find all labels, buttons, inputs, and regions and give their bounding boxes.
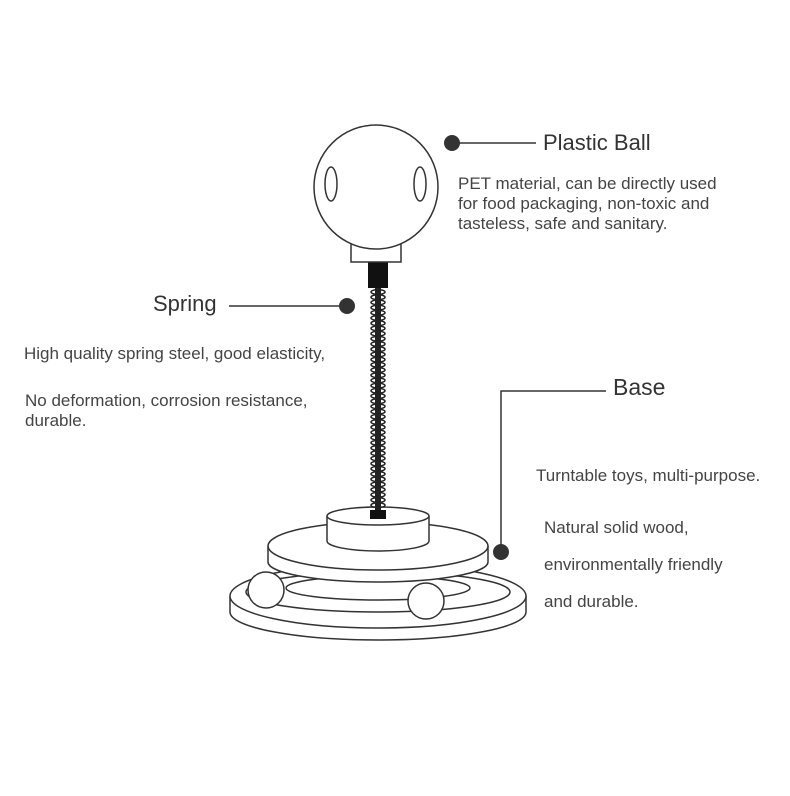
ball-desc-line-1: PET material, can be directly used	[458, 174, 717, 193]
base-desc-line-2: environmentally friendly	[544, 555, 723, 574]
ball-title: Plastic Ball	[543, 130, 651, 155]
spring-description-1: High quality spring steel, good elastici…	[24, 344, 326, 363]
ball-desc-line-3: tasteless, safe and sanitary.	[458, 214, 668, 233]
base-description: Natural solid wood, environmentally frie…	[544, 509, 723, 620]
spring-desc-line-2: durable.	[25, 411, 87, 430]
spring-leader	[229, 298, 355, 314]
ball-description: PET material, can be directly used for f…	[458, 174, 717, 234]
ball-desc-line-2: for food packaging, non-toxic and	[458, 194, 710, 213]
base-desc-line-3: and durable.	[544, 592, 639, 611]
track-ball	[247, 571, 445, 620]
spring-coil	[370, 502, 386, 509]
spring-desc-line-1: No deformation, corrosion resistance,	[25, 391, 308, 410]
base-disc	[267, 521, 489, 583]
plastic-ball	[313, 124, 439, 250]
spring	[370, 288, 386, 519]
base-desc-line-1: Natural solid wood,	[544, 518, 689, 537]
spring-title: Spring	[153, 291, 217, 316]
spring-description-2: No deformation, corrosion resistance, du…	[25, 391, 308, 431]
base-description-0: Turntable toys, multi-purpose.	[536, 466, 761, 485]
base-title: Base	[613, 374, 666, 400]
ball-leader	[444, 135, 536, 151]
base-leader	[493, 390, 606, 560]
